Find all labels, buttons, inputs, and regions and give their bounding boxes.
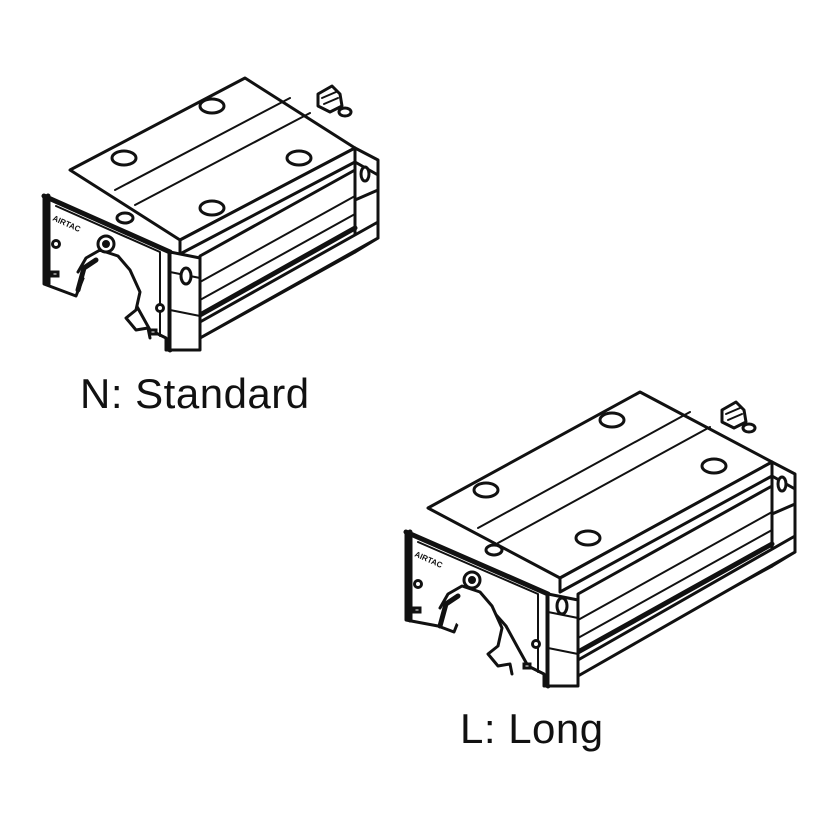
- standard-caption: N: Standard: [80, 370, 310, 417]
- long-carriage-block: AIRTAC: [406, 392, 795, 686]
- long-caption: L: Long: [460, 705, 604, 752]
- standard-carriage-block: AIRTAC: [44, 78, 378, 350]
